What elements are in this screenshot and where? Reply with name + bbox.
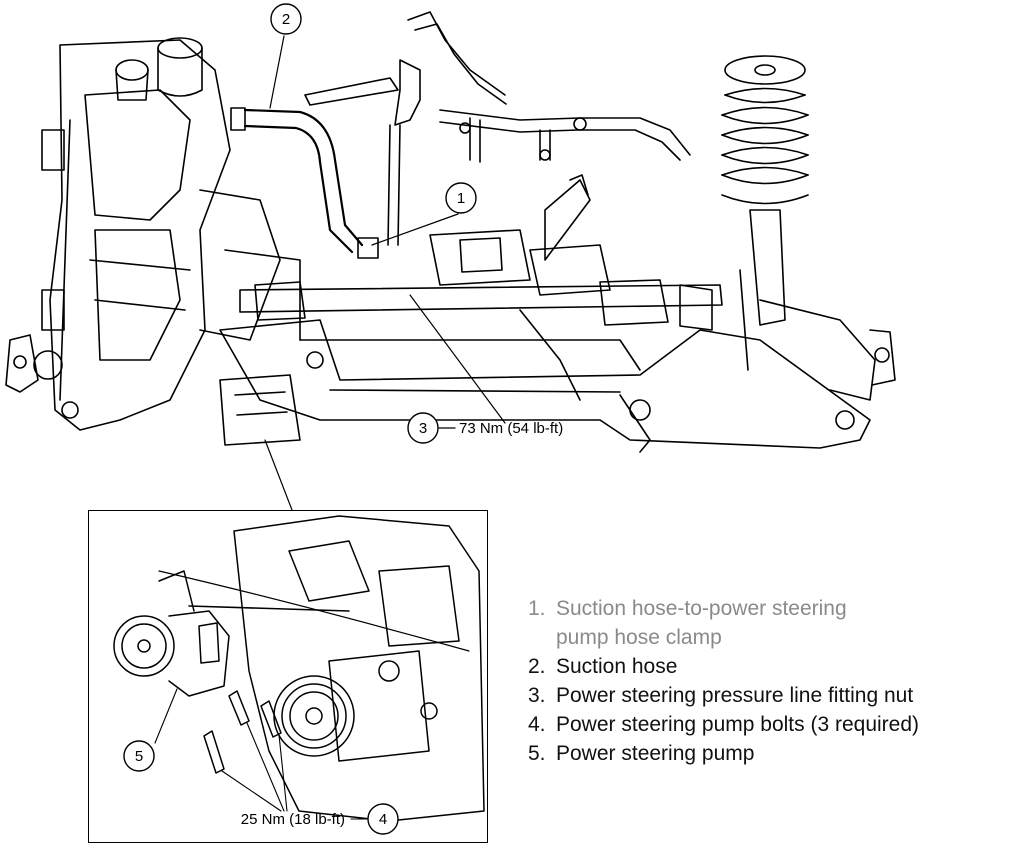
hose-clamp xyxy=(357,237,379,259)
callout-3: 3 73 Nm (54 lb-ft) xyxy=(407,412,563,444)
legend-item-5-text: Power steering pump xyxy=(556,742,755,765)
reservoir xyxy=(115,37,203,101)
callout-3-label: 3 xyxy=(419,420,427,437)
pump-detail-illustration: 5 4 25 Nm (18 lb-ft) xyxy=(113,515,485,835)
torque-line-fitting: 73 Nm (54 lb-ft) xyxy=(459,420,563,437)
legend-item-1-text-cont: pump hose clamp xyxy=(556,626,722,649)
coil-spring-strut xyxy=(721,55,896,401)
pump-area xyxy=(219,374,301,446)
callout-5: 5 xyxy=(123,740,155,772)
legend-item-3: 3. Power steering pressure line fitting … xyxy=(528,681,919,710)
legend-item-2-text: Suction hose xyxy=(556,655,678,678)
callout-4: 4 25 Nm (18 lb-ft) xyxy=(241,803,399,835)
callout-2: 2 xyxy=(270,3,302,35)
callout-4-label: 4 xyxy=(379,811,387,828)
subframe xyxy=(219,309,871,453)
suction-hose xyxy=(230,107,379,259)
legend-item-1-text: Suction hose-to-power steering xyxy=(556,597,847,620)
legend-item-3-text: Power steering pressure line fitting nut xyxy=(556,684,914,707)
pressure-lines xyxy=(304,11,691,246)
power-steering-pump xyxy=(113,570,230,697)
legend-item-2: 2. Suction hose xyxy=(528,652,919,681)
crank-pulley xyxy=(273,675,355,757)
pump-bolts xyxy=(203,690,282,774)
torque-pump-bolts: 25 Nm (18 lb-ft) xyxy=(241,811,345,828)
callout-1-label: 1 xyxy=(457,190,465,207)
callout-5-label: 5 xyxy=(135,748,143,765)
callout-2-label: 2 xyxy=(282,11,290,28)
engine-front xyxy=(158,515,485,822)
steering-rack xyxy=(239,174,723,331)
legend-item-4-text: Power steering pump bolts (3 required) xyxy=(556,713,920,736)
left-hub xyxy=(5,334,79,419)
legend-item-5: 5. Power steering pump xyxy=(528,739,919,768)
legend-item-4: 4. Power steering pump bolts (3 required… xyxy=(528,710,919,739)
pump-detail-inset: 5 4 25 Nm (18 lb-ft) xyxy=(88,510,488,843)
engine-assembly xyxy=(41,39,301,431)
callout-1: 1 xyxy=(445,182,477,214)
